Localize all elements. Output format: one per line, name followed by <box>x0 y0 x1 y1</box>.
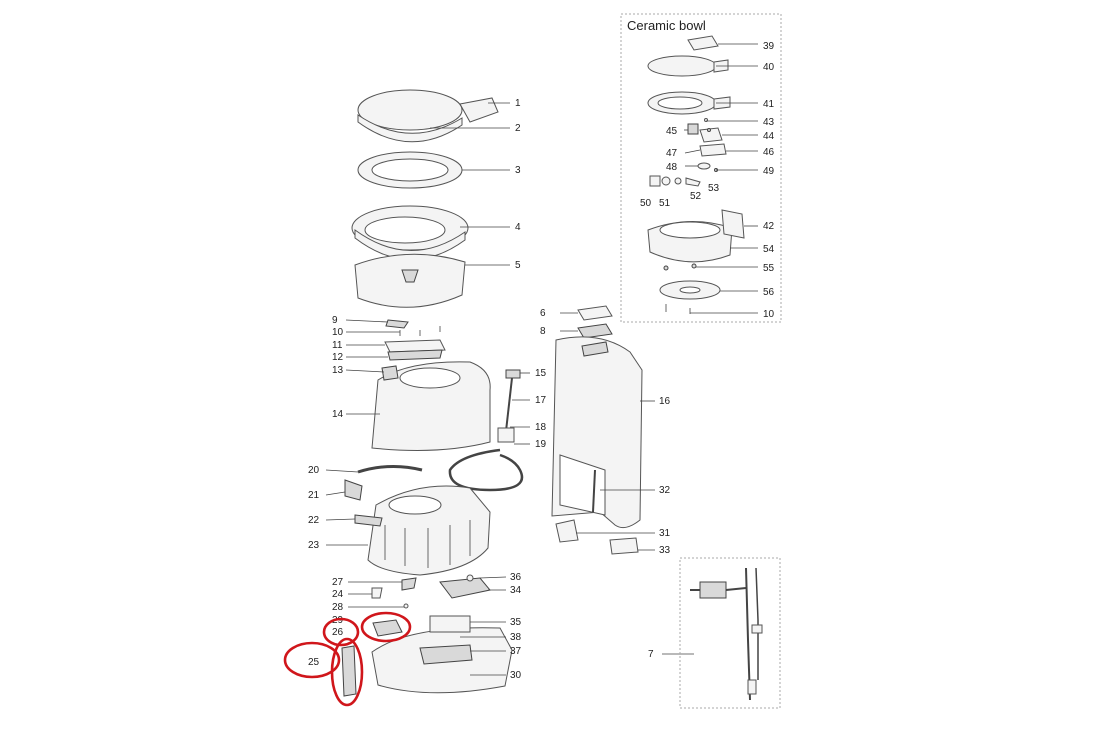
callout-20: 20 <box>308 465 320 476</box>
part-8 <box>577 323 613 339</box>
part-28 <box>403 603 409 609</box>
callout-7: 7 <box>648 649 654 660</box>
part-25 <box>341 645 357 697</box>
part-36 <box>466 574 474 582</box>
part-12 <box>387 349 443 361</box>
part-33 <box>609 537 639 555</box>
callout-22: 22 <box>308 515 320 526</box>
highlight-marks <box>283 611 412 707</box>
inset-title: Ceramic bowl <box>627 18 706 33</box>
callout-11: 11 <box>332 340 343 351</box>
callout-53: 53 <box>708 183 720 194</box>
callout-4: 4 <box>515 222 521 233</box>
highlight-part-26 <box>360 611 412 643</box>
part-26-valve <box>372 619 403 637</box>
callout-26: 26 <box>332 627 344 638</box>
callout-50: 50 <box>640 198 652 209</box>
highlight-callout-26 <box>322 617 360 647</box>
callout-23: 23 <box>308 540 320 551</box>
callout-31: 31 <box>659 528 671 539</box>
callout-55: 55 <box>763 263 775 274</box>
callout-6: 6 <box>540 308 546 319</box>
part-pump-rod <box>448 369 524 492</box>
callout-15: 15 <box>535 368 547 379</box>
callout-37: 37 <box>510 646 522 657</box>
part-lid <box>357 89 499 131</box>
ceramic-bowl-parts <box>647 35 745 314</box>
callout-48: 48 <box>666 162 678 173</box>
callout-17: 17 <box>535 395 547 406</box>
part-27 <box>401 577 417 591</box>
highlight-callout-25 <box>283 641 341 679</box>
callout-33: 33 <box>659 545 671 556</box>
callout-34: 34 <box>510 585 522 596</box>
callout-49: 49 <box>763 166 775 177</box>
callout-42: 42 <box>763 221 775 232</box>
callout-5: 5 <box>515 260 521 271</box>
callout-44: 44 <box>763 131 775 142</box>
callout-16: 16 <box>659 396 671 407</box>
part-upper-housing <box>371 361 491 451</box>
callout-10-inset: 10 <box>763 309 775 320</box>
callout-43: 43 <box>763 117 775 128</box>
part-34 <box>439 577 491 599</box>
part-6 <box>577 305 613 321</box>
inset-callout-numbers: 39 40 41 42 43 44 45 46 47 48 49 50 51 5… <box>640 41 775 320</box>
part-10-screws <box>399 326 441 336</box>
ceramic-bowl-inset-frame <box>620 13 782 323</box>
part-base <box>371 615 513 694</box>
part-seat-ring <box>357 151 463 189</box>
callout-8: 8 <box>540 326 546 337</box>
part-bracket <box>344 479 363 501</box>
callout-28: 28 <box>332 602 344 613</box>
callout-39: 39 <box>763 41 775 52</box>
part-bowl <box>351 205 469 260</box>
part-7-wiring <box>690 567 763 701</box>
callout-13: 13 <box>332 365 344 376</box>
part-tank <box>367 485 491 576</box>
callout-3: 3 <box>515 165 521 176</box>
callout-numbers: 1 2 3 4 5 6 7 8 9 10 11 12 13 14 15 16 1… <box>308 98 671 681</box>
part-31 <box>555 519 579 543</box>
part-11 <box>384 339 446 353</box>
callout-27: 27 <box>332 577 344 588</box>
callout-35: 35 <box>510 617 522 628</box>
callout-21: 21 <box>308 490 320 501</box>
part-24 <box>371 587 383 599</box>
callout-36: 36 <box>510 572 522 583</box>
part-9 <box>385 319 409 329</box>
inset-leader-lines <box>684 43 758 314</box>
callout-45: 45 <box>666 126 678 137</box>
callout-51: 51 <box>659 198 671 209</box>
part-strap <box>357 464 423 474</box>
callout-47: 47 <box>666 148 678 159</box>
part-seat <box>357 114 463 143</box>
part-handle <box>354 514 383 527</box>
callout-9: 9 <box>332 315 338 326</box>
callout-19: 19 <box>535 439 547 450</box>
callout-18: 18 <box>535 422 547 433</box>
callout-14: 14 <box>332 409 344 420</box>
callout-52: 52 <box>690 191 702 202</box>
callout-12: 12 <box>332 352 344 363</box>
part-32 <box>592 469 596 513</box>
electrical-inset-frame <box>679 557 781 709</box>
callout-2: 2 <box>515 123 521 134</box>
callout-56: 56 <box>763 287 775 298</box>
callout-46: 46 <box>763 147 775 158</box>
callout-32: 32 <box>659 485 671 496</box>
callout-1: 1 <box>515 98 521 109</box>
callout-54: 54 <box>763 244 775 255</box>
leader-lines <box>325 102 694 676</box>
highlight-part-25 <box>330 637 364 707</box>
callout-10: 10 <box>332 327 344 338</box>
callout-41: 41 <box>763 99 775 110</box>
callout-24: 24 <box>332 589 344 600</box>
callout-38: 38 <box>510 632 522 643</box>
callout-30: 30 <box>510 670 522 681</box>
callout-40: 40 <box>763 62 775 73</box>
callout-25: 25 <box>308 657 320 668</box>
